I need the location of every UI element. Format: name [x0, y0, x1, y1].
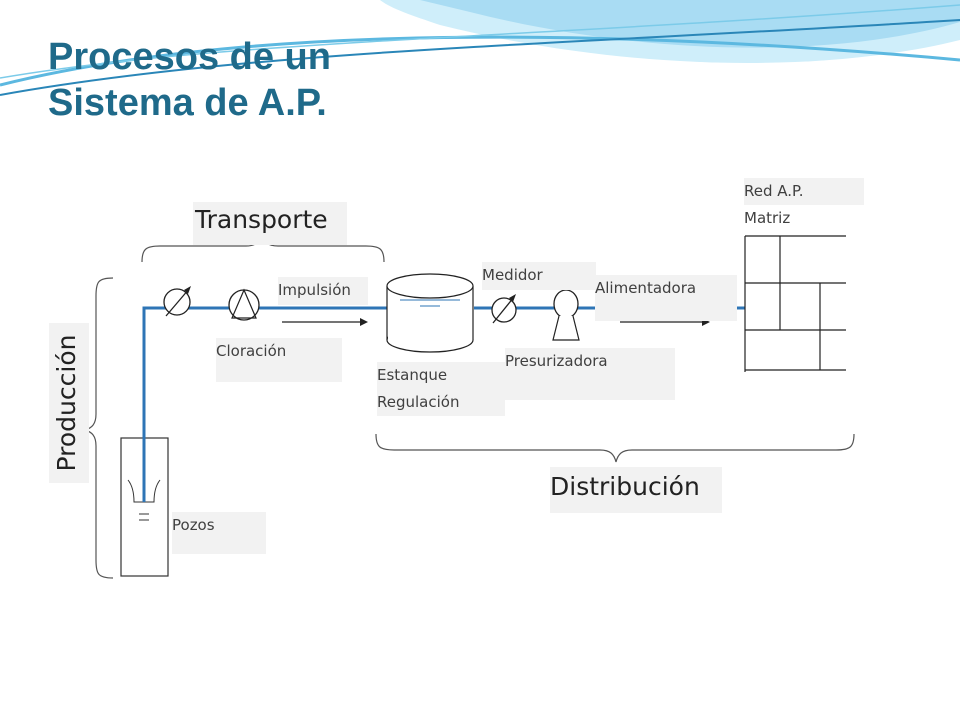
slide-title: Procesos de un Sistema de A.P. — [48, 34, 331, 126]
label-estanque-line-1: Estanque — [377, 366, 448, 384]
meter-arrowhead — [509, 294, 516, 302]
label-estanque-line-2: Regulación — [377, 393, 460, 411]
wave-mid — [0, 35, 960, 87]
label-red: Red A.P. Matriz — [744, 178, 864, 232]
pump-triangle — [231, 288, 257, 319]
label-impulsion: Impulsión — [278, 277, 368, 305]
slide-title-line-1: Procesos de un — [48, 36, 331, 78]
label-produccion: Producción — [49, 323, 89, 483]
label-alimentadora: Alimentadora — [595, 275, 737, 321]
flow-arrowhead-impulsion — [360, 318, 368, 326]
label-red-line-2: Matriz — [744, 209, 791, 227]
wave-dark — [0, 19, 960, 96]
cloration-valve-arrowhead — [184, 286, 191, 294]
label-cloracion: Cloración — [216, 338, 342, 382]
label-distribucion: Distribución — [550, 467, 722, 513]
label-pozos: Pozos — [172, 512, 266, 554]
label-presurizadora: Presurizadora — [505, 348, 675, 400]
label-medidor: Medidor — [482, 262, 596, 290]
label-estanque: Estanque Regulación — [377, 362, 505, 416]
wave-thin — [0, 4, 960, 79]
slide-title-line-2: Sistema de A.P. — [48, 82, 327, 124]
cloration-valve-arrow — [165, 288, 190, 317]
tank-top — [386, 273, 474, 299]
distribucion-brace — [375, 433, 855, 463]
label-transporte: Transporte — [193, 202, 347, 245]
produccion-brace — [82, 277, 114, 579]
network-grid — [744, 235, 846, 372]
meter-arrow — [492, 296, 515, 324]
pressurizer-base — [552, 315, 580, 341]
pressurizer-icon — [553, 289, 579, 319]
main-pipe — [142, 306, 388, 502]
label-red-line-1: Red A.P. — [744, 178, 864, 205]
header-waves — [0, 0, 960, 96]
